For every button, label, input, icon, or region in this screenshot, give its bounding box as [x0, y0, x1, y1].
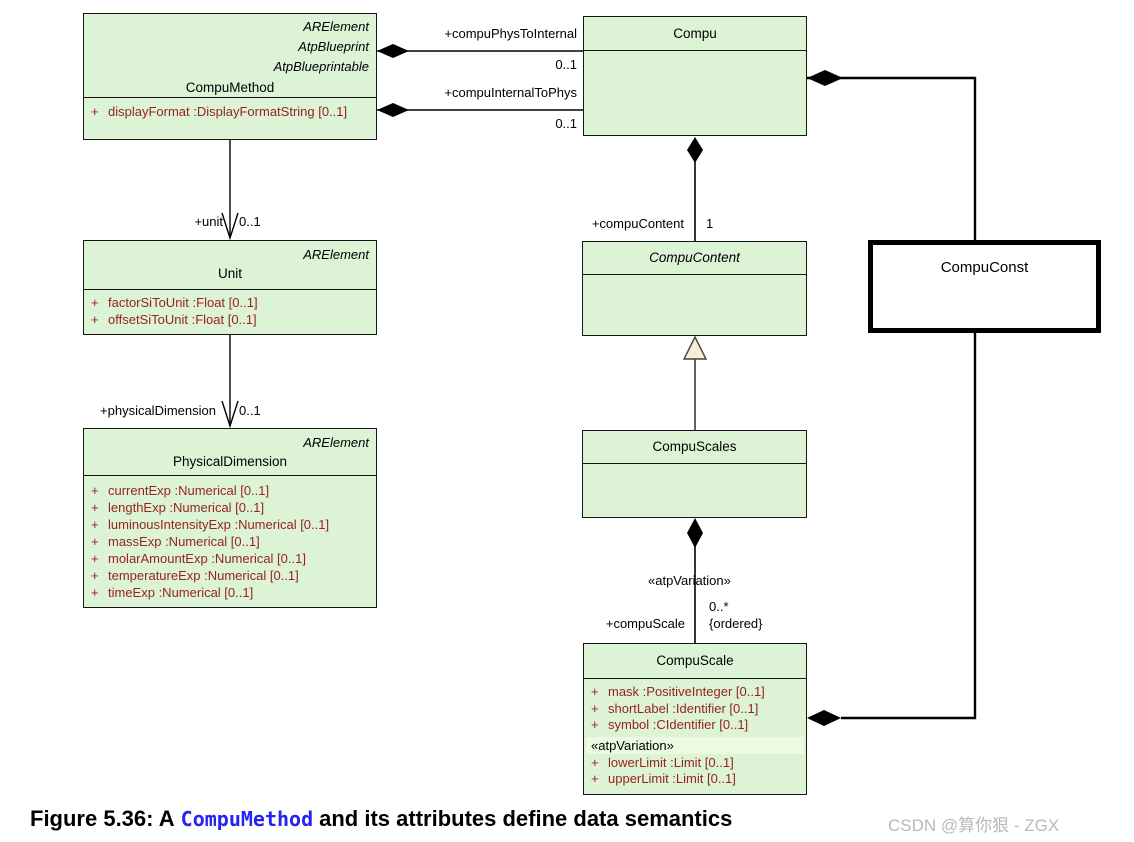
attribute-text: lengthExp :Numerical [0..1] — [108, 500, 265, 515]
assoc-role-label: +compuContent — [591, 216, 684, 231]
attribute-visibility: + — [91, 500, 99, 515]
caption-prefix: Figure 5.36: A — [30, 806, 175, 831]
attribute-text: offsetSiToUnit :Float [0..1] — [108, 312, 257, 327]
stereotype-label: ARElement — [303, 19, 369, 34]
assoc-multiplicity: 0..1 — [555, 116, 577, 131]
assoc-role-label: +compuInternalToPhys — [444, 85, 577, 100]
class-attribute: + shortLabel :Identifier [0..1] — [584, 701, 806, 718]
class-name: PhysicalDimension — [172, 454, 288, 469]
attribute-visibility: + — [91, 551, 99, 566]
assoc-role-label: +unit — [194, 214, 223, 229]
attribute-visibility: + — [91, 104, 99, 119]
attribute-visibility: + — [91, 483, 99, 498]
attribute-text: shortLabel :Identifier [0..1] — [608, 700, 759, 716]
attribute-visibility: + — [91, 585, 99, 600]
variation-stereotype-row: «atpVariation» — [586, 736, 804, 754]
class-compuscales: CompuScales — [582, 430, 807, 518]
caption-code-term: CompuMethod — [180, 807, 314, 831]
assoc-constraint: {ordered} — [709, 616, 763, 631]
class-name: CompuScales — [652, 439, 737, 454]
class-name: Unit — [217, 266, 242, 281]
open-arrowhead — [221, 400, 239, 429]
class-compu: Compu — [583, 16, 807, 136]
assoc-stereotype-label: «atpVariation» — [648, 573, 731, 588]
class-attribute: + offsetSiToUnit :Float [0..1] — [84, 311, 376, 328]
attribute-text: upperLimit :Limit [0..1] — [608, 771, 736, 786]
class-attribute: + currentExp :Numerical [0..1] — [84, 482, 376, 499]
caption-suffix: and its attributes define data semantics — [319, 806, 733, 831]
class-attribute: + molarAmountExp :Numerical [0..1] — [84, 550, 376, 567]
attribute-visibility: + — [91, 312, 99, 327]
class-attribute: + factorSiToUnit :Float [0..1] — [84, 294, 376, 311]
attribute-text: luminousIntensityExp :Numerical [0..1] — [108, 517, 330, 532]
class-name: CompuScale — [656, 653, 734, 668]
watermark-text: CSDN @算你狠 - ZGX — [888, 816, 1060, 835]
attribute-visibility: + — [591, 717, 599, 732]
class-physicaldimension: ARElement PhysicalDimension + currentExp… — [83, 428, 377, 608]
class-attribute: + upperLimit :Limit [0..1] — [584, 771, 806, 788]
stereotype-label: ARElement — [303, 247, 369, 262]
class-name: Compu — [673, 25, 717, 41]
class-name: CompuMethod — [185, 80, 275, 95]
assoc-role-label: +compuScale — [605, 616, 685, 631]
attribute-text: molarAmountExp :Numerical [0..1] — [108, 551, 306, 566]
attribute-visibility: + — [91, 517, 99, 532]
stereotype-label: AtpBlueprintable — [273, 59, 369, 74]
composition-diamond — [377, 44, 409, 58]
stereotype-label: AtpBlueprint — [298, 39, 369, 54]
class-compuconst: CompuConst — [868, 240, 1101, 333]
generalization-triangle — [682, 335, 708, 360]
class-unit: ARElement Unit + factorSiToUnit :Float [… — [83, 240, 377, 335]
assoc-role-label: +physicalDimension — [100, 403, 216, 418]
attribute-visibility: + — [91, 534, 99, 549]
assoc-role-label: +compuPhysToInternal — [444, 26, 577, 41]
class-name: CompuConst — [940, 259, 1029, 276]
class-attribute: + mask :PositiveInteger [0..1] — [584, 684, 806, 701]
attribute-visibility: + — [591, 684, 599, 699]
class-attribute: + massExp :Numerical [0..1] — [84, 533, 376, 550]
class-compucontent: CompuContent — [582, 241, 807, 336]
assoc-multiplicity: 0..1 — [239, 214, 261, 229]
class-attribute: + displayFormat :DisplayFormatString [0.… — [84, 103, 376, 120]
attribute-visibility: + — [591, 771, 599, 786]
class-attribute: + lengthExp :Numerical [0..1] — [84, 499, 376, 516]
class-attribute: + luminousIntensityExp :Numerical [0..1] — [84, 516, 376, 533]
class-compumethod: ARElement AtpBlueprint AtpBlueprintable … — [83, 13, 377, 140]
attribute-text: timeExp :Numerical [0..1] — [108, 585, 254, 600]
attribute-visibility: + — [591, 754, 599, 770]
stereotype-label: ARElement — [303, 435, 369, 450]
attribute-text: lowerLimit :Limit [0..1] — [608, 754, 734, 770]
composition-diamond — [807, 710, 841, 726]
class-attribute: + timeExp :Numerical [0..1] — [84, 584, 376, 601]
assoc-multiplicity: 0..1 — [555, 57, 577, 72]
attribute-text: mask :PositiveInteger [0..1] — [608, 684, 765, 699]
assoc-line-compuscale-compuconst — [841, 333, 977, 720]
attribute-visibility: + — [591, 700, 599, 716]
class-attribute: + symbol :CIdentifier [0..1] — [584, 717, 806, 734]
composition-diamond — [687, 518, 703, 548]
assoc-multiplicity: 1 — [706, 216, 714, 231]
class-attribute: + temperatureExp :Numerical [0..1] — [84, 567, 376, 584]
assoc-line-compu-compuconst — [807, 76, 977, 240]
attribute-text: currentExp :Numerical [0..1] — [108, 483, 270, 498]
composition-diamond — [807, 70, 843, 86]
composition-diamond — [377, 103, 409, 117]
attribute-visibility: + — [91, 295, 99, 310]
attribute-text: massExp :Numerical [0..1] — [108, 534, 260, 549]
attribute-visibility: + — [91, 568, 99, 583]
class-attribute: + lowerLimit :Limit [0..1] — [584, 755, 806, 772]
attribute-text: symbol :CIdentifier [0..1] — [608, 717, 749, 732]
attribute-text: factorSiToUnit :Float [0..1] — [108, 295, 258, 310]
class-name: CompuContent — [649, 250, 740, 265]
assoc-multiplicity: 0..1 — [239, 403, 261, 418]
class-compuscale: CompuScale + mask :PositiveInteger [0..1… — [583, 643, 807, 795]
assoc-multiplicity: 0..* — [709, 599, 729, 614]
attribute-text: temperatureExp :Numerical [0..1] — [108, 568, 299, 583]
attribute-text: displayFormat :DisplayFormatString [0..1… — [108, 104, 348, 119]
composition-diamond — [687, 137, 703, 163]
open-arrowhead — [221, 212, 239, 241]
